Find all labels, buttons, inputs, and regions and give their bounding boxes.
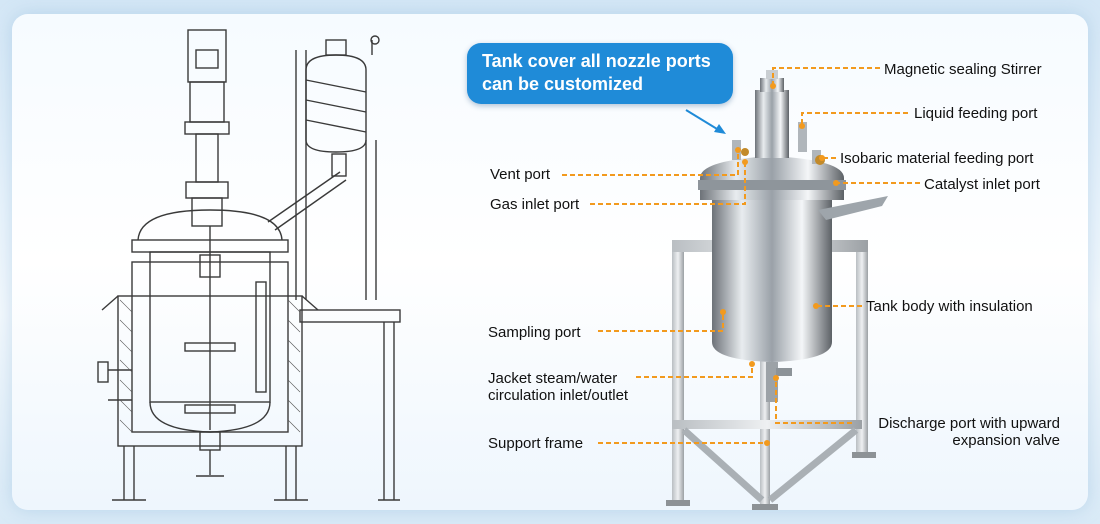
label-support-frame: Support frame — [488, 435, 584, 452]
callout-bubble: Tank cover all nozzle ports can be custo… — [467, 43, 733, 104]
label-discharge-port: Discharge port with upward expansion val… — [852, 415, 1060, 449]
label-gas-inlet-port: Gas inlet port — [490, 196, 580, 213]
label-jacket-circulation: Jacket steam/water circulation inlet/out… — [488, 370, 628, 404]
reactor-technical-drawing — [97, 29, 401, 501]
label-sampling-port: Sampling port — [488, 324, 581, 341]
callout-line1: Tank cover all nozzle ports — [482, 51, 711, 71]
label-vent-port: Vent port — [490, 166, 551, 183]
label-magnetic-stirrer: Magnetic sealing Stirrer — [884, 61, 1042, 78]
label-discharge-line2: expansion valve — [952, 432, 1060, 449]
label-liquid-feeding-port: Liquid feeding port — [914, 105, 1038, 122]
label-tank-body: Tank body with insulation — [866, 298, 1033, 315]
label-catalyst-inlet-port: Catalyst inlet port — [924, 176, 1040, 193]
callout-line2: can be customized — [482, 74, 644, 94]
label-discharge-line1: Discharge port with upward — [878, 415, 1060, 432]
label-jacket-line2: circulation inlet/outlet — [488, 387, 629, 404]
label-jacket-line1: Jacket steam/water — [488, 370, 618, 387]
label-isobaric-feeding-port: Isobaric material feeding port — [840, 150, 1034, 167]
